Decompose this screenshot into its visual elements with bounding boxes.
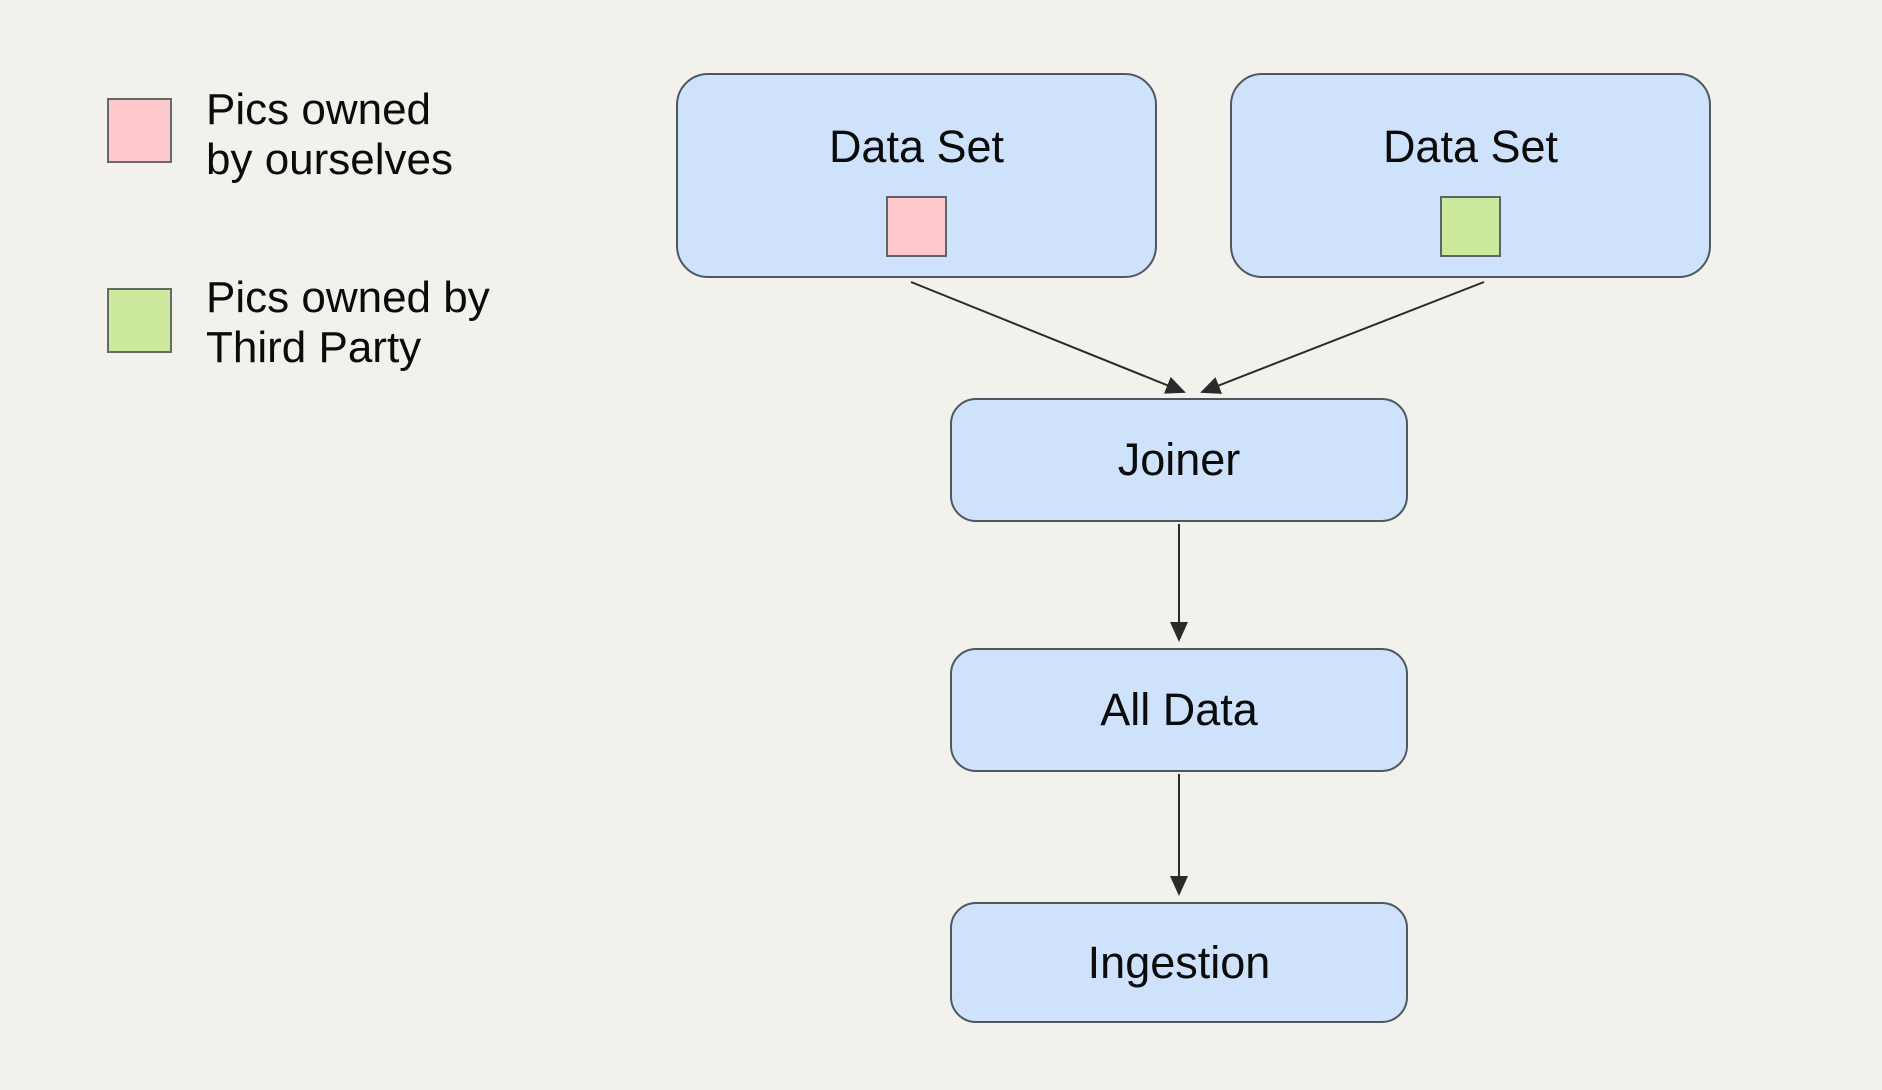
ownership-marker-ours — [886, 195, 947, 257]
node-dataset-left[interactable]: Data Set — [676, 73, 1157, 278]
legend-label-line2: Third Party — [206, 323, 422, 372]
legend-label-line1: Pics owned by — [206, 273, 490, 322]
node-label: All Data — [1100, 684, 1258, 736]
legend-label-line1: Pics owned — [206, 85, 432, 134]
edge-dataset-left-to-joiner — [910, 281, 1186, 394]
node-ingestion[interactable]: Ingestion — [950, 902, 1408, 1023]
edge-dataset-right-to-joiner — [1200, 281, 1485, 394]
legend-label-line2: by ourselves — [206, 135, 454, 184]
owned-by-third-party-swatch — [107, 288, 172, 353]
ownership-marker-third-party — [1440, 195, 1501, 257]
node-joiner[interactable]: Joiner — [950, 398, 1408, 522]
node-label: Joiner — [1117, 434, 1241, 486]
legend-label: Pics owned by Third Party — [206, 273, 490, 373]
node-dataset-right[interactable]: Data Set — [1230, 73, 1711, 278]
node-label: Data Set — [1382, 121, 1559, 172]
legend-label: Pics owned by ourselves — [206, 85, 453, 185]
node-label: Data Set — [828, 121, 1005, 172]
node-all-data[interactable]: All Data — [950, 648, 1408, 772]
owned-by-ourselves-swatch — [107, 98, 172, 163]
node-label: Ingestion — [1087, 936, 1271, 988]
